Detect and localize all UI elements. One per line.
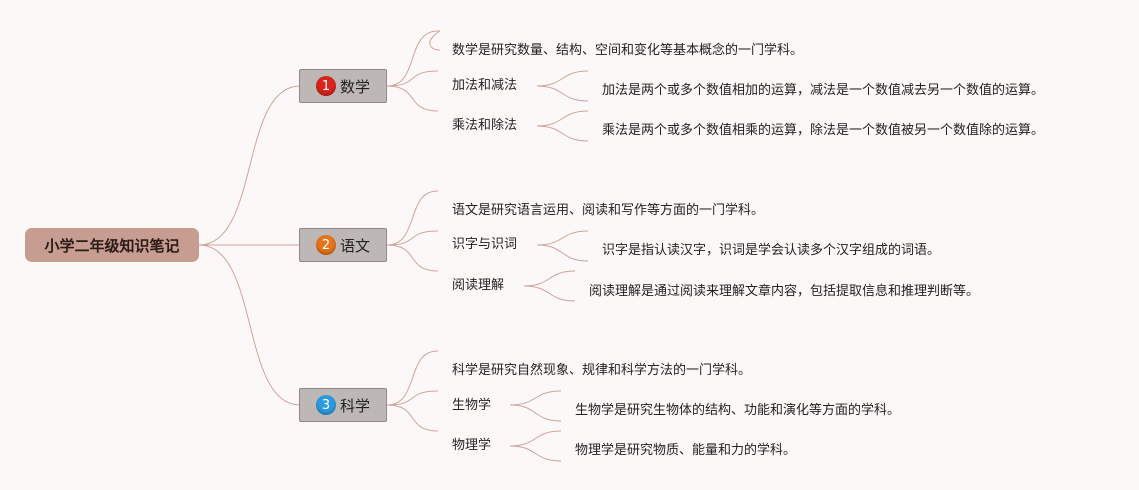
detail-reading-comprehension[interactable]: 阅读理解是通过阅读来理解文章内容，包括提取信息和推理判断等。 xyxy=(589,284,980,299)
topic-addition-subtraction[interactable]: 加法和减法 xyxy=(452,78,518,93)
topic-multiplication-division[interactable]: 乘法和除法 xyxy=(452,118,518,133)
number-3-icon: 3 xyxy=(315,395,336,415)
detail-physics[interactable]: 物理学是研究物质、能量和力的学科。 xyxy=(575,443,797,458)
topic-biology[interactable]: 生物学 xyxy=(452,398,492,413)
number-1-icon: 1 xyxy=(315,76,336,96)
branch-label: 科学 xyxy=(339,396,370,415)
root-node[interactable]: 小学二年级知识笔记 xyxy=(25,228,199,262)
chinese-definition[interactable]: 语文是研究语言运用、阅读和写作等方面的一门学科。 xyxy=(452,203,765,218)
topic-characters-words[interactable]: 识字与识词 xyxy=(452,237,518,252)
detail-multiplication-division[interactable]: 乘法是两个或多个数值相乘的运算，除法是一个数值被另一个数值除的运算。 xyxy=(602,123,1045,138)
topic-physics[interactable]: 物理学 xyxy=(452,438,492,453)
root-label: 小学二年级知识笔记 xyxy=(44,236,180,255)
branch-node-math[interactable]: 1 数学 xyxy=(299,69,387,103)
math-definition[interactable]: 数学是研究数量、结构、空间和变化等基本概念的一门学科。 xyxy=(452,43,804,58)
detail-addition-subtraction[interactable]: 加法是两个或多个数值相加的运算，减法是一个数值减去另一个数值的运算。 xyxy=(602,83,1045,98)
number-2-icon: 2 xyxy=(315,235,336,255)
science-definition[interactable]: 科学是研究自然现象、规律和科学方法的一门学科。 xyxy=(452,363,752,378)
branch-node-chinese[interactable]: 2 语文 xyxy=(299,228,387,262)
branch-label: 数学 xyxy=(339,77,370,96)
detail-biology[interactable]: 生物学是研究生物体的结构、功能和演化等方面的学科。 xyxy=(575,403,901,418)
branch-node-science[interactable]: 3 科学 xyxy=(299,388,387,422)
topic-reading-comprehension[interactable]: 阅读理解 xyxy=(452,278,505,293)
branch-label: 语文 xyxy=(339,236,370,255)
detail-characters-words[interactable]: 识字是指认读汉字，识词是学会认读多个汉字组成的词语。 xyxy=(602,243,941,258)
